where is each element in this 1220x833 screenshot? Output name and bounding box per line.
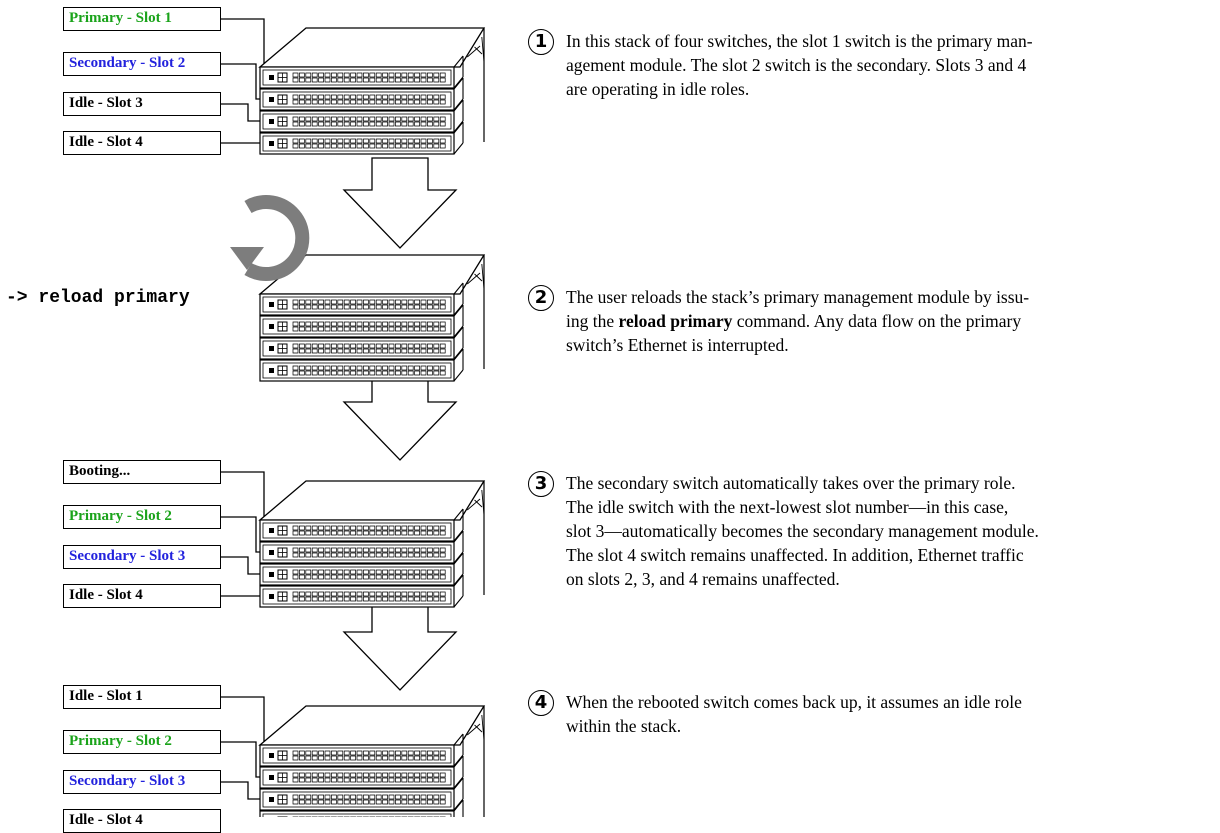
step-description: The user reloads the stack’s primary man… <box>566 287 1030 355</box>
label-connector <box>221 741 262 778</box>
slot-label: Secondary - Slot 2 <box>63 52 221 76</box>
step-description: The secondary switch automatically takes… <box>566 473 1039 589</box>
switch-unit-icon <box>259 574 464 608</box>
switch-unit-icon <box>259 755 464 789</box>
switch-unit-icon <box>259 530 464 564</box>
label-connector <box>221 556 262 575</box>
switch-unit-icon <box>259 348 464 382</box>
switch-unit-icon <box>259 326 464 360</box>
label-connector <box>221 103 262 122</box>
slot-label: Idle - Slot 4 <box>63 131 221 155</box>
step-description: In this stack of four switches, the slot… <box>566 31 1033 99</box>
slot-label: Primary - Slot 2 <box>63 505 221 529</box>
step-number: 4 <box>528 690 554 716</box>
label-connector <box>221 516 262 553</box>
down-arrow-icon <box>342 157 458 249</box>
switch-unit-icon <box>259 777 464 811</box>
down-arrow-icon <box>342 373 458 461</box>
transition-arrows <box>342 157 458 691</box>
step-number: 3 <box>528 471 554 497</box>
switch-unit-icon <box>259 55 464 89</box>
switch-unit-icon <box>259 282 464 316</box>
switch-unit-icon <box>259 799 464 817</box>
switch-stack <box>258 27 486 155</box>
switch-unit-icon <box>259 99 464 133</box>
slot-label: Primary - Slot 2 <box>63 730 221 754</box>
slot-label: Idle - Slot 1 <box>63 685 221 709</box>
label-connector <box>221 471 265 531</box>
step-number: 2 <box>528 285 554 311</box>
slot-label: Secondary - Slot 3 <box>63 545 221 569</box>
slot-label: Booting... <box>63 460 221 484</box>
slot-label: Idle - Slot 3 <box>63 92 221 116</box>
slot-label: Idle - Slot 4 <box>63 584 221 608</box>
label-connector <box>221 18 265 78</box>
switch-unit-icon <box>259 733 464 767</box>
switch-stack <box>258 480 486 608</box>
slot-label: Primary - Slot 1 <box>63 7 221 31</box>
switch-unit-icon <box>259 508 464 542</box>
slot-label: Secondary - Slot 3 <box>63 770 221 794</box>
switch-unit-icon <box>259 77 464 111</box>
down-arrow-icon <box>342 595 458 691</box>
label-connector <box>221 781 262 800</box>
label-connectors <box>221 18 265 800</box>
switch-unit-icon <box>259 121 464 155</box>
reload-icon <box>230 195 310 281</box>
switch-stacks <box>258 27 486 817</box>
switch-stack <box>258 254 486 382</box>
label-connector <box>221 63 262 100</box>
step-number: 1 <box>528 29 554 55</box>
reload-command: -> reload primary <box>6 288 190 308</box>
step-description: When the rebooted switch comes back up, … <box>566 692 1022 736</box>
slot-label: Idle - Slot 4 <box>63 809 221 833</box>
switch-unit-icon <box>259 552 464 586</box>
label-connector <box>221 696 265 756</box>
switch-unit-icon <box>259 304 464 338</box>
switch-stack <box>258 705 486 817</box>
